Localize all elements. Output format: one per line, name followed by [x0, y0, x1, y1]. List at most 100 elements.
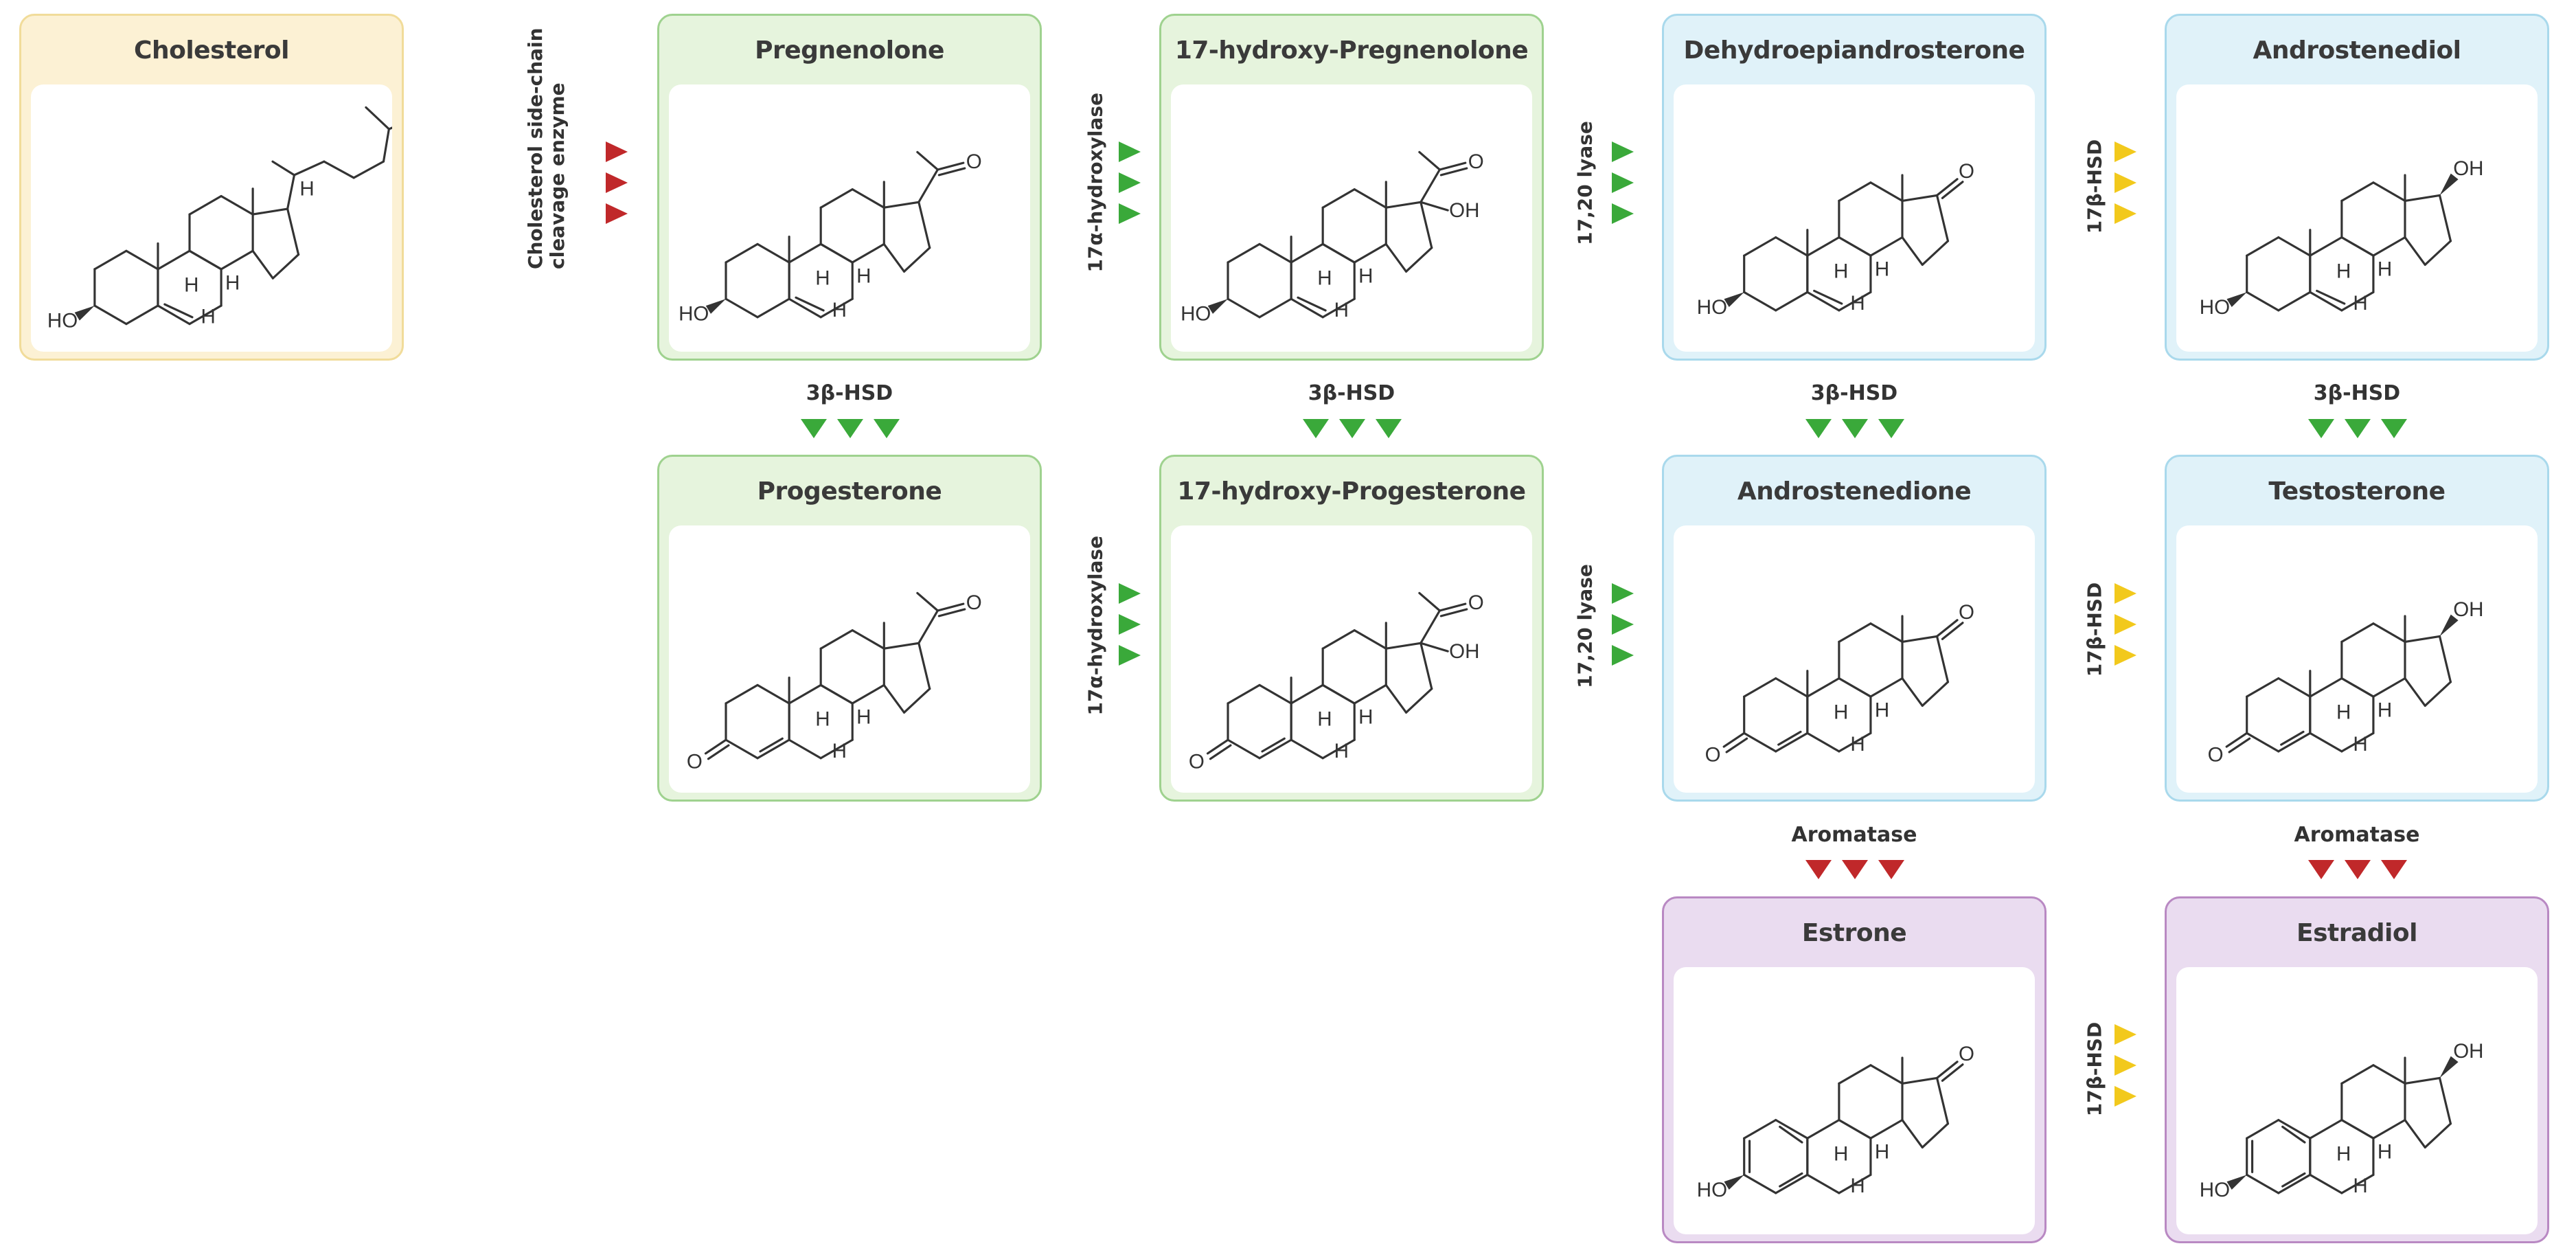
card-title: Estrone [1801, 918, 1907, 947]
arrow-triangle [2345, 860, 2371, 879]
atom-label: H [1317, 708, 1332, 731]
atom-label: HO [1181, 303, 1211, 326]
enzyme-label-scc: Cholesterol side-chain cleavage enzyme [524, 27, 569, 269]
atom-label: H [2378, 1141, 2392, 1164]
arrow-triangle [1612, 141, 1634, 162]
enzyme-label-3b-hsd-2: 3β-HSD [1308, 381, 1395, 405]
card-title: Estradiol [2296, 918, 2417, 947]
enzyme-label-3b-hsd-4: 3β-HSD [2313, 381, 2401, 405]
arrow-3b-hsd-3 [1805, 419, 1904, 438]
arrow-triangle [2345, 419, 2371, 438]
arrow-triangle [1612, 645, 1634, 666]
atom-label: H [299, 177, 314, 200]
atom-label: O [966, 150, 982, 173]
arrow-aromatase-2 [2308, 860, 2407, 879]
atom-label: H [1834, 701, 1848, 724]
atom-label: H [1834, 260, 1848, 283]
arrow-triangle [1119, 141, 1141, 162]
enzyme-label-17b-hsd-mid: 17β-HSD [2083, 582, 2106, 677]
enzyme-label-17b-hsd-top: 17β-HSD [2083, 139, 2106, 234]
arrow-triangle [874, 419, 900, 438]
enzyme-label-17a-hydroxylase-top: 17α-hydroxylase [1084, 92, 1107, 273]
arrow-17a-hydroxylase-top [1119, 141, 1141, 224]
atom-label: H [2336, 260, 2351, 283]
atom-label: H [2353, 1175, 2367, 1197]
atom-label: H [2378, 699, 2392, 722]
atom-label: H [832, 299, 847, 321]
atom-label: O [1959, 601, 1974, 624]
atom-label: H [815, 708, 830, 731]
enzyme-label-aromatase-2: Aromatase [2294, 823, 2420, 847]
atom-label: H [201, 306, 216, 328]
atom-label: OH [2453, 1040, 2483, 1063]
arrow-triangle [1119, 172, 1141, 193]
arrow-triangle [606, 172, 628, 193]
atom-label: OH [2453, 598, 2483, 621]
card-title: Androstenedione [1737, 477, 1972, 506]
atom-label: H [1875, 699, 1889, 722]
arrow-17b-hsd-top [2115, 141, 2136, 224]
atom-label: H [1334, 740, 1349, 762]
atom-label: H [225, 271, 240, 294]
atom-label: H [2336, 701, 2351, 724]
arrow-triangle [1612, 614, 1634, 635]
arrow-triangle [1119, 645, 1141, 666]
arrow-triangle [1376, 419, 1402, 438]
arrow-17b-hsd-bottom [2115, 1024, 2136, 1107]
enzyme-label-line: Cholesterol side-chain [524, 27, 547, 269]
arrow-lyase-bottom [1612, 583, 1634, 666]
arrow-triangle [1805, 860, 1832, 879]
arrow-3b-hsd-2 [1303, 419, 1402, 438]
arrow-triangle [1878, 860, 1904, 879]
arrow-triangle [837, 419, 863, 438]
arrow-triangle [2115, 141, 2136, 162]
card-title: Testosterone [2268, 477, 2446, 506]
enzyme-label-17a-hydroxylase-bottom: 17α-hydroxylase [1084, 535, 1107, 716]
card-title: 17-hydroxy-Progesterone [1177, 477, 1526, 506]
card-title: Cholesterol [134, 36, 289, 65]
atom-label: H [832, 740, 847, 762]
atom-label: O [966, 591, 982, 614]
arrow-triangle [1612, 172, 1634, 193]
arrow-3b-hsd-1 [801, 419, 900, 438]
atom-label: H [2336, 1143, 2351, 1166]
arrow-triangle [2115, 203, 2136, 224]
atom-label: O [1189, 751, 1205, 773]
arrow-triangle [1612, 583, 1634, 604]
atom-label: H [2353, 733, 2367, 756]
enzyme-label-3b-hsd-3: 3β-HSD [1810, 381, 1898, 405]
atom-label: O [2208, 744, 2224, 767]
atom-label: HO [2200, 1179, 2230, 1201]
atom-label: OH [1449, 199, 1479, 222]
arrow-triangle [1119, 614, 1141, 635]
atom-label: HO [1697, 296, 1727, 319]
arrow-triangle [1119, 203, 1141, 224]
atom-label: O [1705, 744, 1721, 767]
arrow-triangle [1842, 419, 1868, 438]
enzyme-label-line: cleavage enzyme [546, 82, 569, 269]
atom-label: H [1875, 258, 1889, 281]
atom-label: OH [2453, 157, 2483, 180]
atom-label: H [1334, 299, 1349, 321]
